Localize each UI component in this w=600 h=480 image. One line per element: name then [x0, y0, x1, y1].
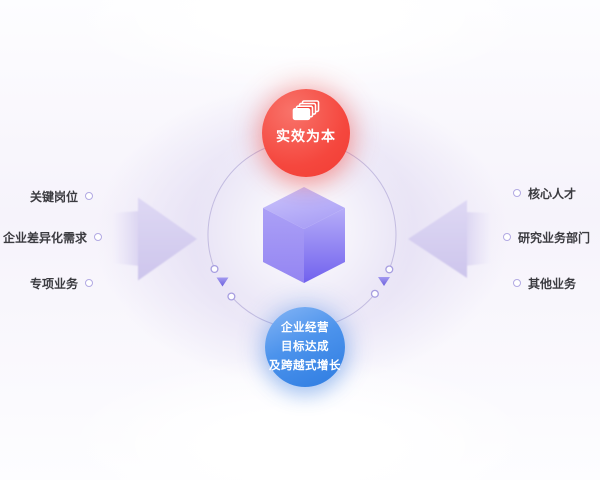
connector-ring-icon	[85, 192, 93, 200]
bottom-node-business-goal: 企业经营 目标达成 及跨越式增长	[265, 307, 345, 387]
connector-ring-icon	[503, 233, 511, 241]
left-item-label: 专项业务	[29, 276, 78, 291]
flow-triangle-left-icon	[216, 277, 229, 287]
right-item-core-talent: 核心人才	[513, 184, 576, 202]
connector-ring-icon	[94, 233, 102, 241]
bottom-node-line-3: 及跨越式增长	[269, 359, 341, 372]
orbit-ring-left-lower	[227, 292, 236, 301]
right-item-other-business: 其他业务	[513, 274, 576, 292]
top-node-practical-results: 实效为本	[262, 89, 350, 177]
left-item-label: 关键岗位	[29, 189, 78, 204]
right-item-label: 其他业务	[528, 276, 577, 291]
orbit-ring-right-lower	[370, 289, 379, 298]
right-item-research-departments: 研究业务部门	[503, 228, 590, 246]
orbit-ring-left-upper	[210, 264, 219, 274]
orbit-node-rings	[210, 264, 394, 301]
left-item-differentiated-needs: 企业差异化需求	[3, 228, 102, 246]
bottom-node-line-1: 企业经营	[281, 321, 329, 334]
stacked-cards-icon	[292, 100, 320, 121]
right-item-label: 研究业务部门	[518, 230, 591, 245]
flow-triangle-right-icon	[378, 277, 390, 286]
connector-ring-icon	[85, 279, 93, 287]
orbit-ring-right-upper	[385, 265, 394, 274]
connector-ring-icon	[513, 279, 521, 287]
left-item-special-business: 专项业务	[30, 274, 93, 292]
top-node-label: 实效为本	[276, 128, 336, 144]
left-item-label: 企业差异化需求	[2, 230, 87, 245]
right-arrow-icon	[408, 200, 492, 278]
left-item-key-positions: 关键岗位	[30, 187, 93, 205]
right-item-label: 核心人才	[528, 186, 577, 201]
left-arrow-icon	[112, 197, 197, 281]
bottom-node-line-2: 目标达成	[281, 340, 329, 353]
connector-ring-icon	[513, 189, 521, 197]
center-cube-icon	[263, 187, 345, 283]
